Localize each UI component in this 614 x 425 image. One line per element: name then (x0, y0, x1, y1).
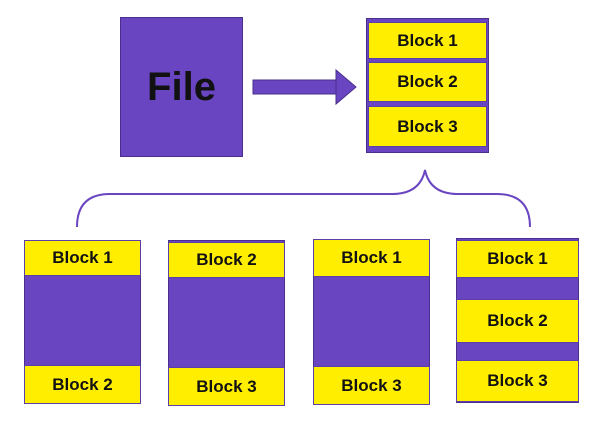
source-block-2: Block 2 (368, 62, 487, 102)
node-4-block-1: Block 1 (456, 240, 579, 278)
curly-brace (76, 169, 531, 228)
node-4-block-2: Block 2 (456, 299, 579, 343)
node-3-block-top: Block 1 (313, 239, 430, 277)
right-arrow-icon (252, 68, 357, 106)
node-4-block-3: Block 3 (456, 360, 579, 402)
source-block-1: Block 1 (368, 22, 487, 59)
node-2-block-top: Block 2 (168, 242, 285, 278)
file-label: File (147, 64, 216, 109)
node-2-block-bottom: Block 3 (168, 367, 285, 406)
file-box (120, 17, 243, 157)
source-block-3: Block 3 (368, 106, 487, 147)
node-1-block-top: Block 1 (24, 240, 141, 276)
node-1-block-bottom: Block 2 (24, 365, 141, 404)
node-3-block-bottom: Block 3 (313, 366, 430, 405)
